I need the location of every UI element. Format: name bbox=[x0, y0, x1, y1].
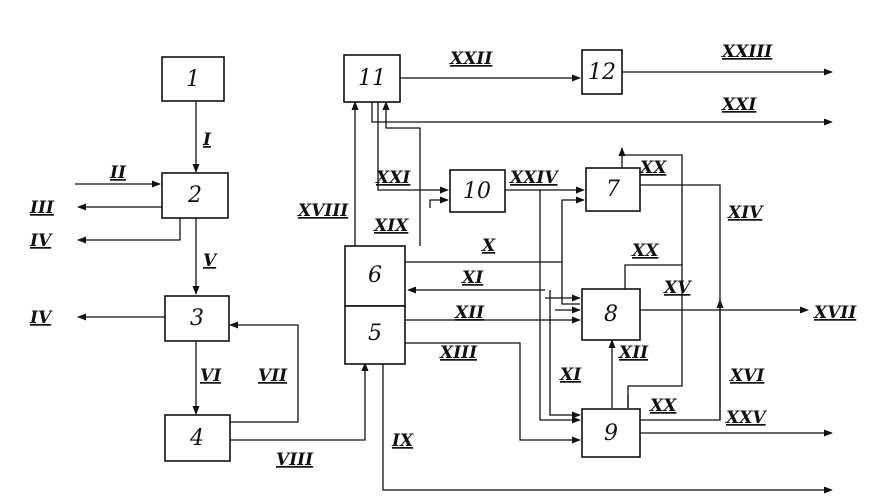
label-XI-mid: XI bbox=[461, 268, 484, 288]
wire-XX-loop bbox=[622, 154, 683, 244]
wire-XVI bbox=[640, 299, 724, 421]
block-11[interactable] bbox=[343, 54, 401, 103]
label-IV-top: IV bbox=[29, 231, 53, 251]
label-XVI: XVI bbox=[729, 366, 765, 386]
label-IX: IX bbox=[391, 431, 414, 451]
block-9[interactable] bbox=[581, 408, 641, 458]
wire-XXIV-branch bbox=[539, 190, 581, 424]
label-XVII: XVII bbox=[813, 303, 857, 323]
block-7[interactable] bbox=[585, 167, 641, 212]
label-IV-bottom: IV bbox=[29, 308, 53, 328]
block-10[interactable] bbox=[449, 169, 506, 213]
wire-into-8-c bbox=[561, 262, 580, 305]
label-XI-low: XI bbox=[559, 365, 582, 385]
label-XX-bottom: XX bbox=[649, 396, 677, 416]
block-4[interactable] bbox=[164, 414, 231, 462]
block-5-label: 5 bbox=[368, 321, 382, 346]
block-12[interactable] bbox=[581, 49, 623, 95]
block-12-label: 12 bbox=[588, 60, 616, 85]
wire-stub-6-10 bbox=[429, 196, 449, 208]
label-XXIV: XXIV bbox=[509, 168, 559, 188]
block-8[interactable] bbox=[581, 288, 641, 341]
block-2-label: 2 bbox=[187, 183, 202, 208]
label-V: V bbox=[203, 251, 218, 271]
wire-IV-top bbox=[77, 217, 181, 244]
label-VIII: VIII bbox=[276, 450, 314, 470]
label-XV: XV bbox=[663, 278, 692, 298]
block-3[interactable] bbox=[164, 295, 230, 342]
label-XIV: XIV bbox=[727, 203, 764, 223]
label-XXIII: XXIII bbox=[721, 42, 773, 62]
label-I: I bbox=[202, 130, 212, 150]
label-XII-up: XII bbox=[618, 343, 649, 363]
wire-X bbox=[405, 196, 585, 263]
block-3-label: 3 bbox=[190, 306, 204, 331]
blocks: 1 2 3 4 6 5 11 12 10 7 8 9 bbox=[161, 49, 641, 462]
label-III: III bbox=[29, 198, 55, 218]
block-4-label: 4 bbox=[189, 426, 204, 451]
block-8-label: 8 bbox=[604, 302, 618, 327]
label-XXI-right: XXI bbox=[721, 95, 757, 115]
wire-VII bbox=[229, 321, 299, 423]
label-X: X bbox=[481, 236, 496, 256]
label-XIX: XIX bbox=[373, 216, 409, 236]
label-XX-top: XX bbox=[639, 158, 667, 178]
wire-XIII bbox=[405, 342, 581, 444]
label-VI: VI bbox=[200, 366, 222, 386]
label-XXI-left: XXI bbox=[375, 168, 411, 188]
label-XII-mid: XII bbox=[454, 303, 485, 323]
block-5[interactable] bbox=[344, 305, 406, 365]
block-1[interactable] bbox=[161, 56, 225, 102]
wire-XX-mid bbox=[624, 264, 682, 290]
wire-XIV bbox=[640, 184, 721, 420]
wire-IX bbox=[382, 364, 833, 494]
wire-XI-down bbox=[549, 290, 581, 419]
block-7-label: 7 bbox=[606, 177, 620, 202]
block-9-label: 9 bbox=[604, 421, 618, 446]
wire-XIX bbox=[382, 101, 421, 246]
label-XXII: XXII bbox=[449, 49, 493, 69]
block-11-label: 11 bbox=[358, 66, 386, 91]
wire-XXI-out bbox=[371, 102, 833, 126]
wire-XXI-to-10 bbox=[377, 102, 449, 194]
label-II: II bbox=[109, 163, 127, 183]
label-XXV: XXV bbox=[725, 408, 767, 428]
wire-VIII bbox=[230, 362, 369, 441]
label-VII: VII bbox=[258, 366, 288, 386]
block-6-label: 6 bbox=[368, 263, 382, 288]
block-1-label: 1 bbox=[186, 67, 200, 92]
label-XVIII: XVIII bbox=[297, 201, 349, 221]
block-6[interactable] bbox=[344, 245, 406, 307]
block-2[interactable] bbox=[161, 172, 229, 219]
block-10-label: 10 bbox=[463, 179, 491, 204]
stream-labels: I II III IV V IV VI VII VIII IX XVIII XI… bbox=[29, 42, 857, 470]
label-XIII: XIII bbox=[439, 343, 478, 363]
label-XX-mid: XX bbox=[631, 241, 659, 261]
connections bbox=[75, 68, 833, 494]
